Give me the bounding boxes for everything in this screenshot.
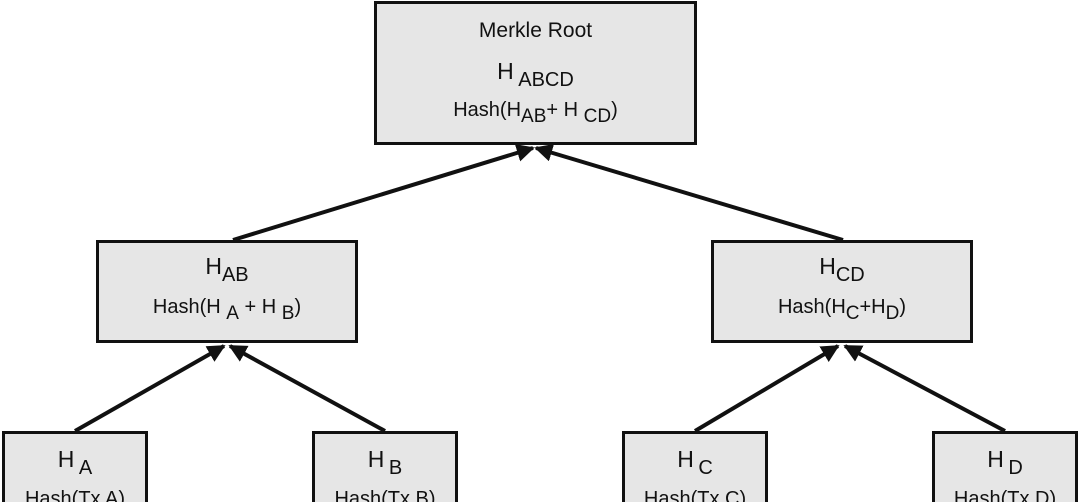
hcd-formula-sub2: D <box>885 303 900 324</box>
edge-hab-to-root <box>232 144 535 242</box>
hcd-formula-sub1: C <box>845 303 860 324</box>
hc-hash-label: H C <box>625 446 765 479</box>
edge-hc-to-hcd <box>693 344 840 433</box>
hab-formula-prefix: Hash(H <box>152 296 221 318</box>
hab-hash-formula: Hash(H A + H B) <box>99 296 355 323</box>
hash-b-leaf-node: H B Hash(Tx B) <box>312 431 458 502</box>
root-hash-subscript: ABCD <box>518 69 574 91</box>
hcd-formula-mid: +H <box>859 296 886 318</box>
hcd-formula-prefix: Hash(H <box>777 296 846 318</box>
hab-hash-letter: H <box>205 253 222 279</box>
hd-hash-formula: Hash(Tx D) <box>953 488 1057 502</box>
hcd-hash-letter: H <box>819 253 836 279</box>
hcd-hash-subscript: CD <box>835 264 865 286</box>
ha-hash-label: H A <box>5 446 145 479</box>
hb-hash-formula: Hash(Tx B) <box>334 488 436 502</box>
hc-hash-letter: H <box>677 446 694 472</box>
hcd-hash-label: HCD <box>714 253 970 286</box>
hash-ab-node: HAB Hash(H A + H B) <box>96 240 358 343</box>
hash-c-leaf-node: H C Hash(Tx C) <box>622 431 768 502</box>
root-title: Merkle Root <box>478 19 593 42</box>
hb-hash-letter: H <box>367 446 385 472</box>
hash-a-leaf-node: H A Hash(Tx A) <box>2 431 148 502</box>
root-hash-formula: Hash(HAB+ H CD) <box>377 99 694 126</box>
hb-hash-subscript: B <box>388 457 403 479</box>
hab-hash-label: HAB <box>99 253 355 286</box>
edge-ha-to-hab <box>74 344 226 433</box>
edge-hd-to-hcd <box>843 344 1006 433</box>
hcd-formula-suffix: ) <box>899 296 907 318</box>
edge-hb-to-hab <box>228 344 386 433</box>
root-formula-sub1: AB <box>521 106 547 127</box>
root-hash-label: H ABCD <box>377 58 694 91</box>
hash-d-leaf-node: H D Hash(Tx D) <box>932 431 1078 502</box>
merkle-root-node: Merkle Root H ABCD Hash(HAB+ H CD) <box>374 1 697 145</box>
root-formula-suffix: ) <box>611 99 618 121</box>
root-hash-letter: H <box>497 58 514 84</box>
hc-hash-formula: Hash(Tx C) <box>643 488 747 502</box>
hab-formula-suffix: ) <box>294 296 302 318</box>
root-formula-prefix: Hash(H <box>453 99 522 121</box>
root-formula-mid: + H <box>546 99 579 121</box>
hab-formula-sub2: B <box>281 303 295 324</box>
ha-hash-letter: H <box>57 446 75 472</box>
edge-hcd-to-root <box>534 144 844 242</box>
hd-hash-letter: H <box>987 446 1004 472</box>
hab-formula-mid: + H <box>238 296 277 318</box>
hd-hash-subscript: D <box>1008 457 1023 479</box>
hd-hash-label: H D <box>935 446 1075 479</box>
hash-cd-node: HCD Hash(HC+HD) <box>711 240 973 343</box>
ha-hash-formula: Hash(Tx A) <box>24 488 126 502</box>
hb-hash-label: H B <box>315 446 455 479</box>
ha-hash-subscript: A <box>78 457 93 479</box>
hc-hash-subscript: C <box>698 457 713 479</box>
hab-formula-sub1: A <box>226 303 239 324</box>
hab-hash-subscript: AB <box>221 264 249 286</box>
hcd-hash-formula: Hash(HC+HD) <box>714 296 970 323</box>
root-formula-sub2: CD <box>583 106 612 127</box>
